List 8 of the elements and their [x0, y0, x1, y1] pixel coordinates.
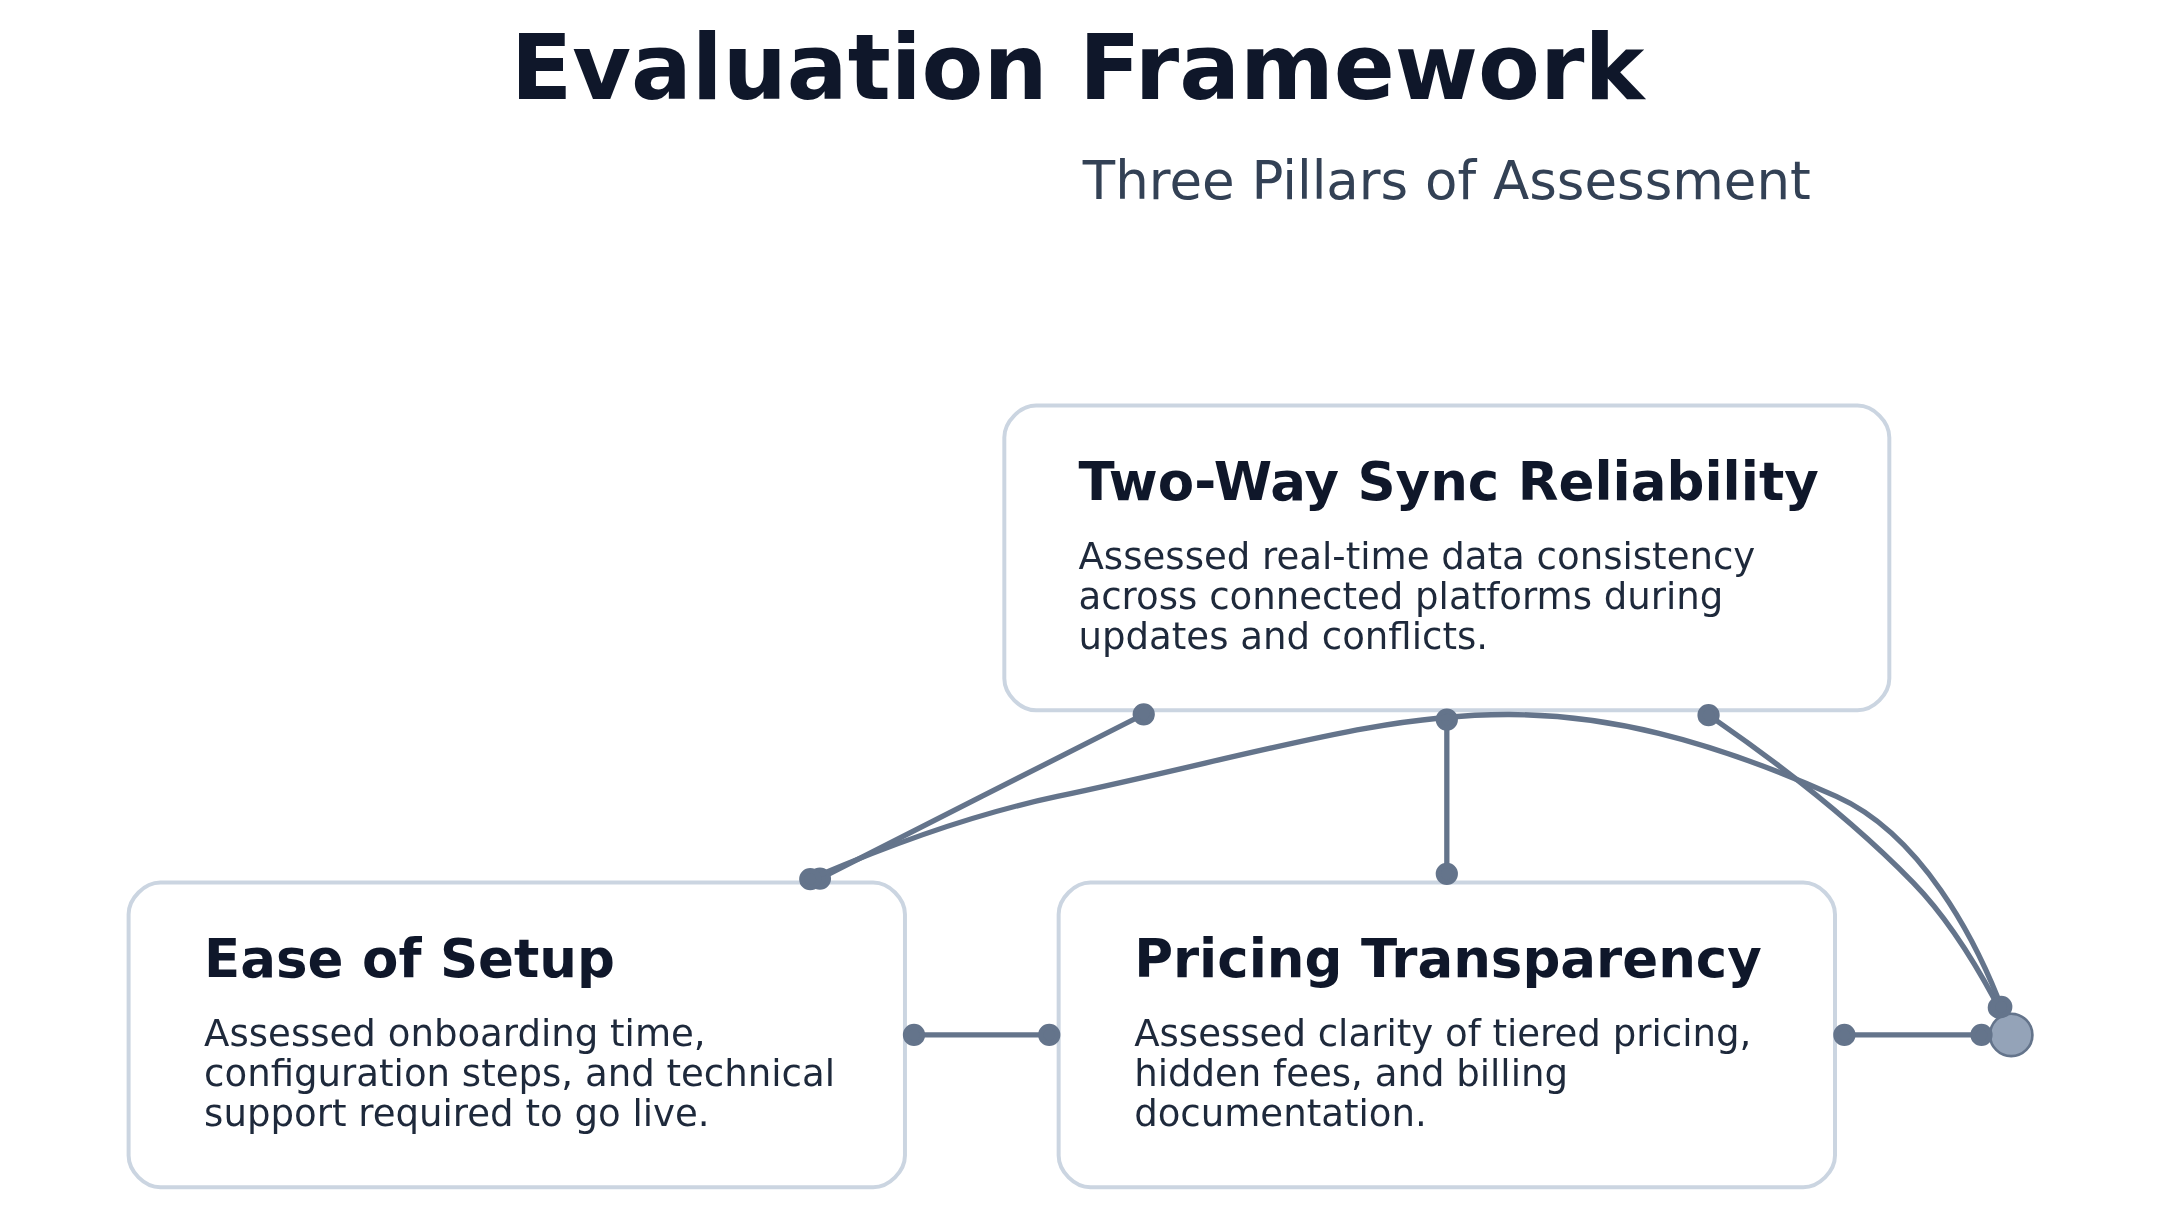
connector: [1832, 1023, 1993, 1047]
diagram-title: Evaluation Framework: [510, 14, 1644, 120]
node-circle: [1988, 1012, 2034, 1058]
node-box: Two-Way Sync Reliability Assessed real-time data consistency across connected platforms during updates and conflicts.: [1001, 403, 1891, 713]
node-box: Ease of Setup Assessed onboarding time, configuration steps, and technical support required to go live.: [126, 880, 907, 1190]
label: Three Pillars of Assessment: [1082, 149, 1811, 211]
connector: [902, 1023, 1060, 1047]
node-box: Pricing Transparency Assessed clarity of tiered pricing, hidden fees, and billing documentation.: [1056, 880, 1837, 1190]
